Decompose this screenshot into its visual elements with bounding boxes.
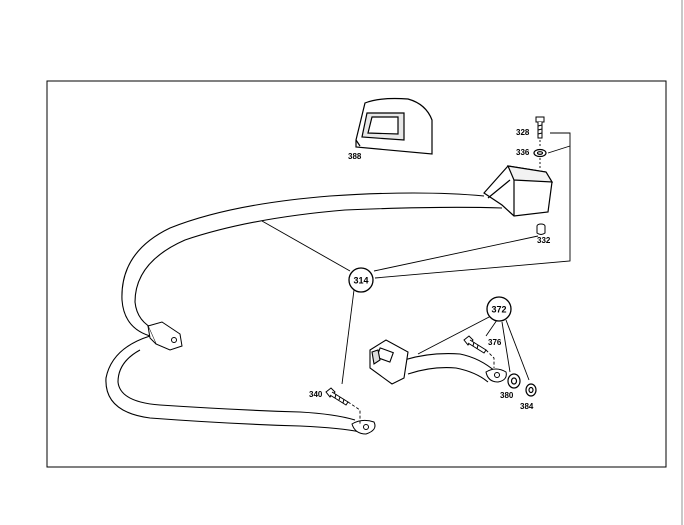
callout-372-label: 372 (491, 305, 506, 315)
label-384: 384 (520, 402, 534, 411)
washer-part-384 (525, 383, 537, 397)
callout-314: 314 (348, 267, 374, 293)
retractor-part (483, 165, 554, 217)
leader-lines (261, 132, 571, 424)
diagram-frame (46, 80, 667, 468)
anchor-eye-buckle (485, 368, 507, 383)
label-340: 340 (309, 390, 323, 399)
callout-372: 372 (486, 296, 512, 322)
trim-cover-part-388 (355, 97, 433, 155)
spacer-part-332 (536, 223, 546, 235)
label-376: 376 (488, 338, 502, 347)
callout-314-label: 314 (353, 276, 368, 286)
label-332: 332 (537, 236, 551, 245)
bolt-part-376 (463, 335, 487, 354)
nut-part-380 (507, 373, 521, 389)
label-388: 388 (348, 152, 362, 161)
bolt-part-340 (325, 387, 349, 406)
label-336: 336 (516, 148, 530, 157)
bolt-part-328 (535, 116, 545, 139)
page-edge-line (681, 0, 683, 525)
belt-webbing (105, 192, 503, 433)
anchor-eye-lower (351, 419, 376, 435)
washer-part-336 (533, 148, 547, 158)
part-labels: 328 336 332 388 340 376 380 384 (309, 128, 551, 411)
label-380: 380 (500, 391, 514, 400)
label-328: 328 (516, 128, 530, 137)
belt-tongue-plate (147, 321, 183, 351)
buckle-part (369, 339, 409, 385)
